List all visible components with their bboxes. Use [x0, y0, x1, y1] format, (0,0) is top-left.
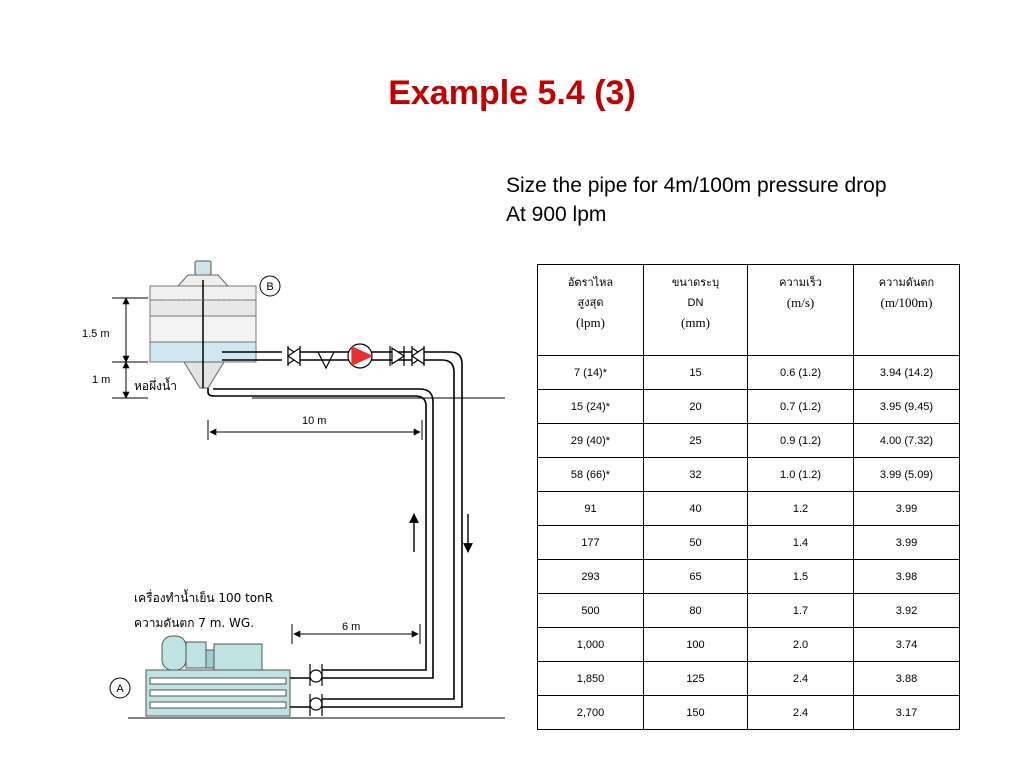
chiller-label-1: เครื่องทำน้ำเย็น 100 tonR: [134, 589, 273, 605]
table-cell: 3.99: [853, 525, 960, 560]
point-b-marker: [259, 275, 281, 297]
gate-valve-2-icon: [410, 346, 426, 366]
dimension-6m-label: 6 m: [342, 621, 360, 633]
table-cell: 15: [643, 355, 748, 390]
slide-title: Example 5.4 (3): [388, 74, 636, 112]
table-cell: 91: [537, 491, 644, 526]
point-a-label: A: [116, 683, 124, 695]
table-cell: 1.4: [747, 525, 854, 560]
table-cell: 3.74: [853, 627, 960, 662]
tower-sump: [183, 361, 225, 389]
table-cell: 500: [537, 593, 644, 628]
dimension-10m-label: 10 m: [302, 415, 326, 427]
header-flow: อัตราไหล สูงสุด (lpm): [537, 264, 644, 356]
table-cell: 80: [643, 593, 748, 628]
height-dimensions: [112, 297, 148, 399]
header-velocity: ความเร็ว (m/s): [747, 264, 854, 356]
dimension-10m: [207, 420, 423, 440]
table-cell: 1.2: [747, 491, 854, 526]
table-cell: 25: [643, 423, 748, 458]
table-cell: 3.95 (9.45): [853, 389, 960, 424]
table-cell: 4.00 (7.32): [853, 423, 960, 458]
problem-line-1: Size the pipe for 4m/100m pressure drop: [506, 174, 887, 197]
dimension-6m: [291, 624, 421, 644]
table-cell: 3.88: [853, 661, 960, 696]
header-dn: ขนาดระบุ DN (mm): [643, 264, 748, 356]
table-cell: 125: [643, 661, 748, 696]
table-cell: 0.9 (1.2): [747, 423, 854, 458]
table-cell: 40: [643, 491, 748, 526]
table-cell: 3.98: [853, 559, 960, 594]
table-cell: 3.99 (5.09): [853, 457, 960, 492]
table-cell: 2.4: [747, 661, 854, 696]
table-cell: 177: [537, 525, 644, 560]
chiller-label-2: ความดันตก 7 m. WG.: [134, 616, 254, 630]
tower-height-label: 1.5 m: [82, 328, 110, 340]
table-cell: 7 (14)*: [537, 355, 644, 390]
table-cell: 0.7 (1.2): [747, 389, 854, 424]
chiller-valves: [309, 664, 323, 716]
chiller-compressor: [161, 635, 187, 671]
table-cell: 29 (40)*: [537, 423, 644, 458]
valve-chiller-supply-icon: [309, 694, 323, 716]
table-cell: 32: [643, 457, 748, 492]
check-valve-icon: [389, 346, 406, 366]
top-line-fittings: [286, 343, 426, 370]
table-cell: 3.94 (14.2): [853, 355, 960, 390]
tower-name-label: หอผึ่งน้ำ: [134, 377, 177, 393]
problem-statement: Size the pipe for 4m/100m pressure drop …: [506, 171, 887, 229]
table-cell: 2,700: [537, 695, 644, 730]
table-cell: 1,000: [537, 627, 644, 662]
table-cell: 1,850: [537, 661, 644, 696]
table-cell: 1.7: [747, 593, 854, 628]
tower-fan-motor: [194, 260, 212, 276]
table-cell: 58 (66)*: [537, 457, 644, 492]
table-cell: 3.17: [853, 695, 960, 730]
valve-chiller-return-icon: [309, 664, 323, 686]
table-cell: 2.0: [747, 627, 854, 662]
pipe-network: [207, 351, 463, 708]
point-b-label: B: [266, 281, 273, 293]
table-cell: 2.4: [747, 695, 854, 730]
point-a-marker: [109, 677, 131, 699]
table-cell: 50: [643, 525, 748, 560]
chiller-unit: [145, 635, 291, 717]
pump-icon: [347, 343, 374, 369]
problem-line-2: At 900 lpm: [506, 203, 607, 226]
table-cell: 15 (24)*: [537, 389, 644, 424]
table-cell: 3.92: [853, 593, 960, 628]
table-cell: 100: [643, 627, 748, 662]
header-pressure-drop: ความดันตก (m/100m): [853, 264, 960, 356]
return-pipe: [207, 388, 427, 671]
table-cell: 293: [537, 559, 644, 594]
table-cell: 3.99: [853, 491, 960, 526]
table-cell: 1.0 (1.2): [747, 457, 854, 492]
table-cell: 1.5: [747, 559, 854, 594]
table-header-row: อัตราไหล สูงสุด (lpm) ขนาดระบุ DN (mm) ค…: [537, 264, 960, 356]
table-cell: 65: [643, 559, 748, 594]
pipe-sizing-table: อัตราไหล สูงสุด (lpm) ขนาดระบุ DN (mm) ค…: [537, 264, 960, 730]
strainer-icon: [317, 351, 335, 370]
basin-height-label: 1 m: [92, 374, 110, 386]
table-cell: 0.6 (1.2): [747, 355, 854, 390]
gate-valve-icon: [286, 346, 302, 366]
chiller-control-box: [213, 643, 263, 671]
table-cell: 150: [643, 695, 748, 730]
cooling-tower: [149, 260, 257, 389]
table-cell: 20: [643, 389, 748, 424]
